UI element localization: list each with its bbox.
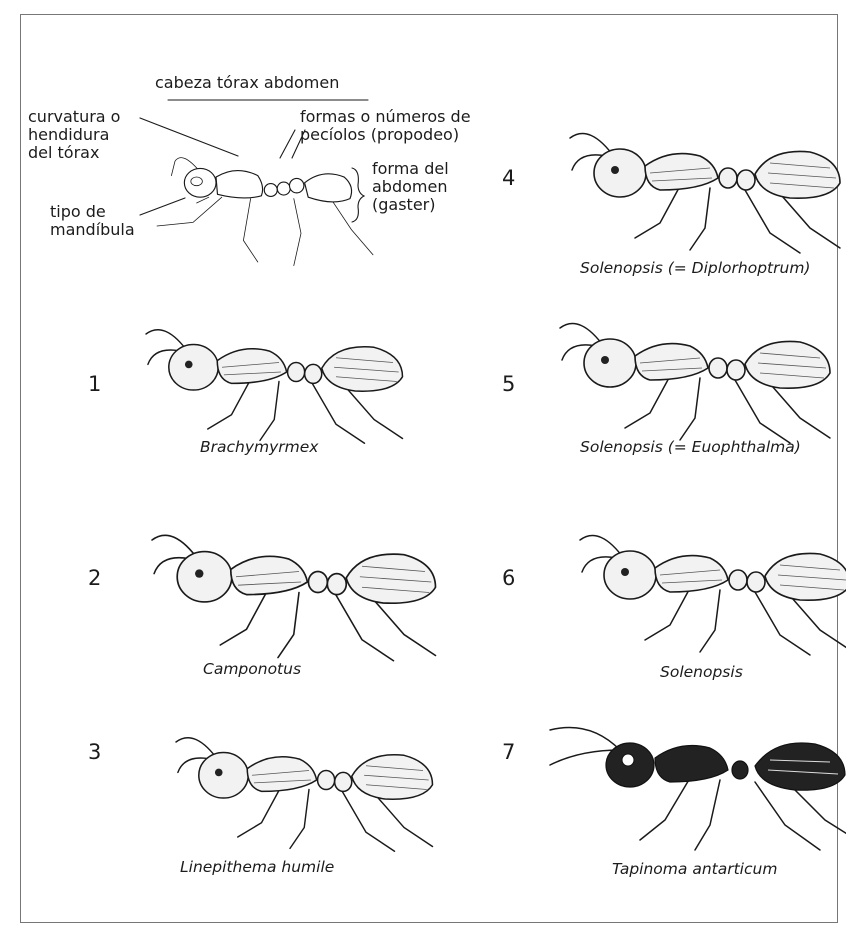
petiolos-label: formas o números de pecíolos (propodeo) [300,108,471,144]
mandible-label: tipo de mandíbula [50,203,135,239]
ant-drawing-2 [152,535,436,660]
species-number-7: 7 [502,740,515,764]
species-name-5: Solenopsis (= Euophthalma) [580,438,801,456]
ant-drawing-4 [570,134,840,254]
ant-drawing-1 [146,330,403,444]
callout-petiolo-1 [280,130,295,158]
torax-curvature-label: curvatura o hendidura del tórax [28,108,120,162]
species-number-6: 6 [502,566,515,590]
header-parts-label: cabeza tórax abdomen [155,74,339,92]
anatomy-ant [157,158,373,266]
ant-drawing-6 [580,536,846,656]
abdomen-form-label: forma del abdomen (gaster) [372,160,449,214]
ant-drawing-7 [550,728,846,851]
species-name-2: Camponotus [203,660,301,678]
species-number-2: 2 [88,566,101,590]
species-name-1: Brachymyrmex [200,438,318,456]
ant-drawing-5 [560,324,830,444]
callout-mandible [140,198,185,215]
species-name-6: Solenopsis [660,663,743,681]
species-number-4: 4 [502,166,515,190]
species-number-3: 3 [88,740,101,764]
species-name-3: Linepithema humile [180,858,334,876]
species-number-1: 1 [88,372,101,396]
ant-drawing-3 [176,738,433,852]
brace-abdomen [352,168,364,222]
callout-torax [140,118,238,156]
species-name-4: Solenopsis (= Diplorhoptrum) [580,259,810,277]
species-number-5: 5 [502,372,515,396]
species-name-7: Tapinoma antarticum [612,860,777,878]
